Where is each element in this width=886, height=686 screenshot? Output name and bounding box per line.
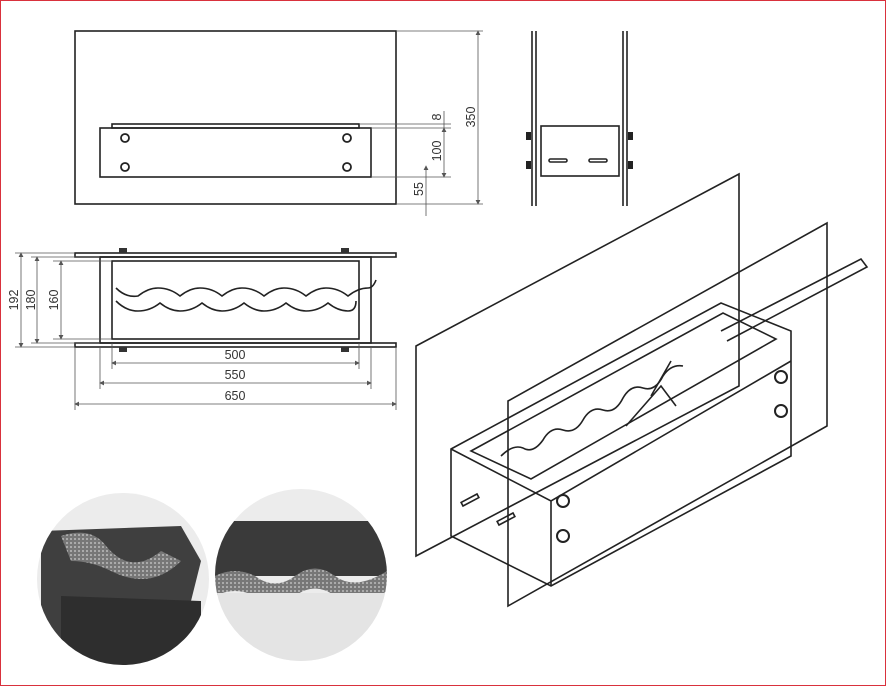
back-glass-panel <box>415 172 740 558</box>
dim-55: 55 <box>412 182 426 196</box>
detail-closeup-1 <box>37 493 209 665</box>
dim-350: 350 <box>464 107 478 128</box>
side-view <box>526 31 633 206</box>
detail-closeup-2 <box>215 489 387 661</box>
bolt-icon <box>120 133 352 172</box>
dim-180: 180 <box>24 290 38 311</box>
top-view: 192 180 160 500 550 650 <box>7 248 397 410</box>
dim-500: 500 <box>225 348 246 362</box>
handle-rod <box>720 257 869 342</box>
burner-box <box>99 127 372 178</box>
front-view: 350 8 100 55 <box>74 30 483 216</box>
dim-192: 192 <box>7 290 21 311</box>
dim-100: 100 <box>430 141 444 162</box>
front-glass-panel <box>74 30 397 205</box>
dim-8: 8 <box>430 113 444 120</box>
dim-160: 160 <box>47 290 61 311</box>
dim-550: 550 <box>225 368 246 382</box>
isometric-view <box>415 172 869 608</box>
front-glass-panel-iso <box>507 221 828 608</box>
dim-650: 650 <box>225 389 246 403</box>
